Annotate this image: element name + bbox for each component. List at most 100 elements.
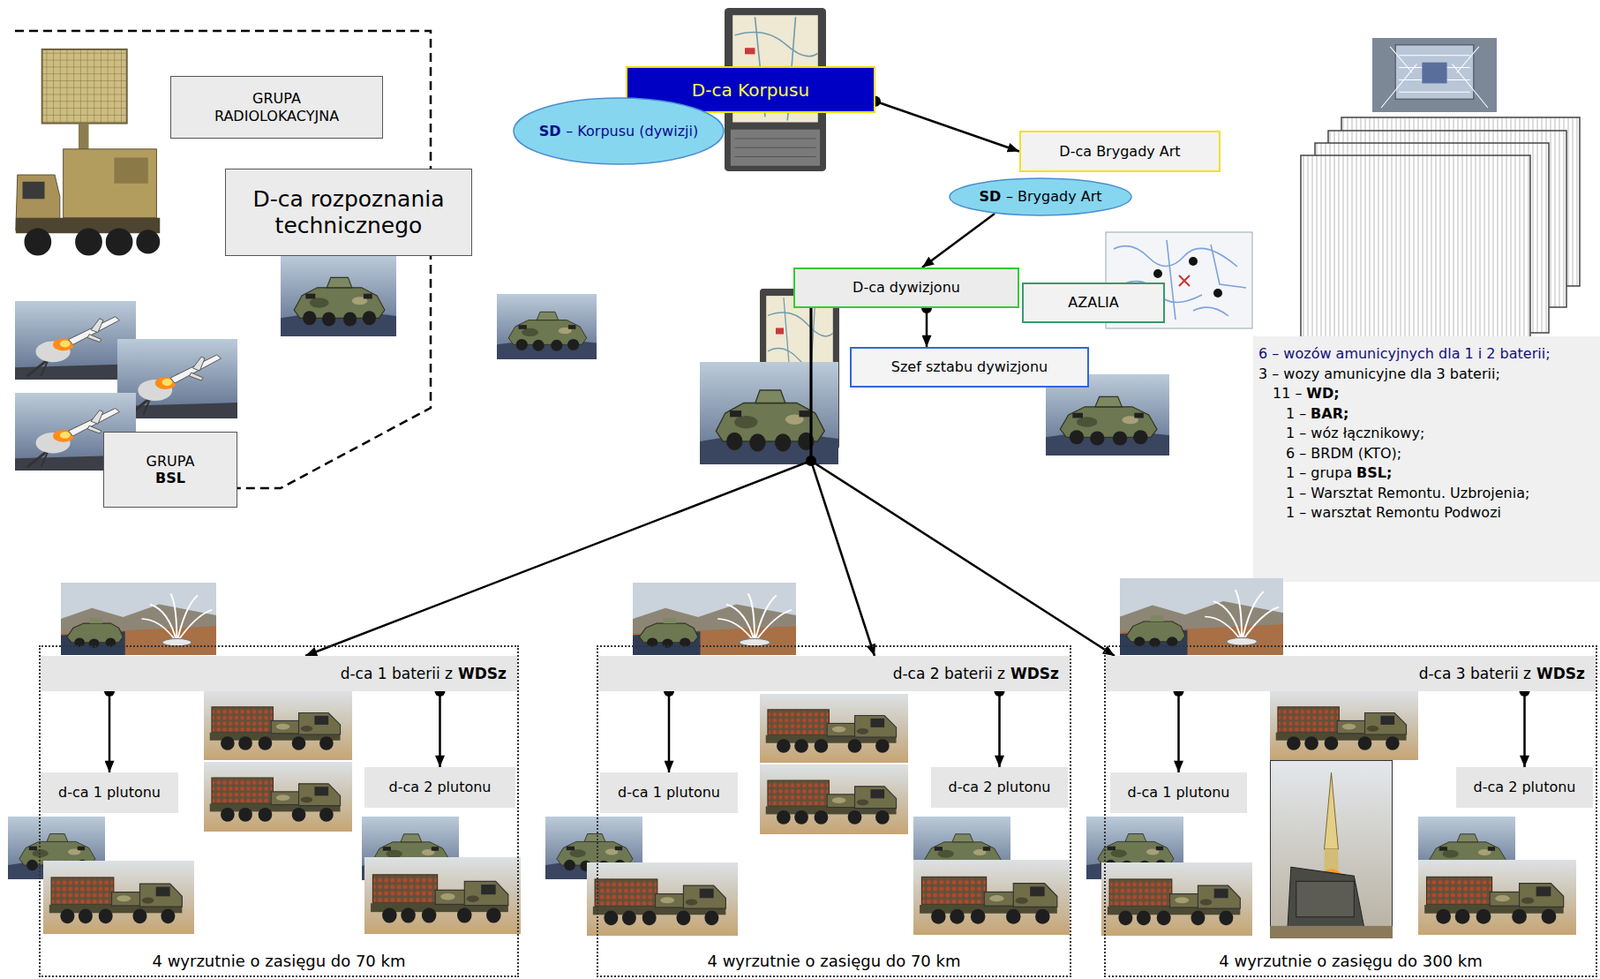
page-stack xyxy=(1300,155,1531,347)
list-line: 1 – grupaBSL; xyxy=(1258,463,1596,484)
node-label: d-ca 2 plutonu xyxy=(948,778,1052,796)
list-line: 6 – BRDM (KTO); xyxy=(1258,443,1596,465)
group-outline xyxy=(15,30,431,489)
command-arrow xyxy=(305,307,812,656)
list-item: 1 – wóz łącznikowy; xyxy=(1285,424,1425,442)
list-item: 3 – wozy amunicyjne dla 3 baterii; xyxy=(1258,365,1501,383)
rocket-launcher xyxy=(203,761,353,832)
node-label: SD xyxy=(539,122,562,140)
node-label: AZALIA xyxy=(1067,293,1119,311)
command-arrow xyxy=(811,307,1115,656)
node-label: D-ca Brygady Art xyxy=(1059,142,1180,160)
battery-vehicle xyxy=(60,582,217,655)
node-label: d-ca 2 baterii z xyxy=(893,664,1006,683)
ellipse-outline xyxy=(949,178,1132,216)
org-box: D-ca dywizjonu xyxy=(793,267,1020,308)
node-label: d-ca 1 plutonu xyxy=(58,783,161,801)
node-label: d-ca 2 plutonu xyxy=(389,778,492,796)
node-label: d-ca 1 plutonu xyxy=(1127,783,1231,801)
node-label: D-ca rozpoznania technicznego xyxy=(234,186,463,240)
node-label: 4 wyrzutnie o zasięgu do 70 km xyxy=(706,951,961,971)
command-vehicle xyxy=(699,361,839,465)
staff-ellipse: SD– Korpusu (dywizji) xyxy=(512,97,725,166)
command-arrow xyxy=(998,691,1001,767)
node-label: SD xyxy=(979,187,1002,205)
list-line: 6 – wozów amunicyjnych dla 1 i 2 baterii… xyxy=(1258,344,1596,365)
node-label: Szef sztabu dywizjonu xyxy=(891,358,1048,376)
battery-header: d-ca 3 baterii zWDSz xyxy=(1105,655,1596,692)
command-arrow xyxy=(925,307,929,347)
list-line: 1 – wóz łącznikowy; xyxy=(1258,423,1596,444)
battery-region: 4 wyrzutnie o zasięgu do 300 km d-ca 3 ba… xyxy=(1104,645,1598,977)
battery-region: 4 wyrzutnie o zasięgu do 70 km d-ca 1 bat… xyxy=(38,645,519,977)
list-item: 1 – grupa xyxy=(1285,464,1353,481)
list-panel xyxy=(1253,336,1600,582)
list-item: 6 – BRDM (KTO); xyxy=(1285,444,1402,462)
rocket-launcher xyxy=(1418,859,1577,935)
list-item: 6 – wozów amunicyjnych dla 1 i 2 baterii… xyxy=(1258,345,1551,362)
list-line: 1 –BAR; xyxy=(1258,404,1596,425)
node-label: – Korpusu (dywizji) xyxy=(565,122,699,140)
battery-header: d-ca 2 baterii zWDSz xyxy=(598,655,1070,692)
node-label: d-ca 1 plutonu xyxy=(617,783,721,801)
platoon-box: d-ca 2 plutonu xyxy=(1456,766,1593,808)
node-label: d-ca 2 plutonu xyxy=(1473,778,1577,796)
node-label: WDSz xyxy=(1010,664,1060,683)
list-item: WD; xyxy=(1306,384,1339,402)
screen-picture xyxy=(1372,37,1497,113)
org-box: D-ca rozpoznania technicznego xyxy=(225,168,473,256)
node-label: D-ca Korpusu xyxy=(691,79,810,101)
platoon-box: d-ca 2 plutonu xyxy=(364,766,516,808)
list-item: BAR; xyxy=(1310,405,1349,422)
command-arrow xyxy=(438,691,442,767)
radar-truck xyxy=(15,49,160,256)
platoon-box: d-ca 1 plutonu xyxy=(40,772,179,813)
node-label: – Brygady Art xyxy=(1006,187,1103,205)
node-label: WDSz xyxy=(1536,664,1585,683)
rocket-launcher xyxy=(759,693,909,763)
command-arrow xyxy=(668,691,671,773)
battery-region: 4 wyrzutnie o zasięgu do 70 km d-ca 2 bat… xyxy=(596,645,1072,977)
recon-vehicle xyxy=(280,255,397,337)
staff-ellipse: SD– Brygady Art xyxy=(948,177,1133,217)
rocket-launcher xyxy=(913,859,1070,935)
list-line: 11 –WD; xyxy=(1258,383,1596,405)
node-label: d-ca 1 baterii z xyxy=(340,664,453,683)
rocket-launcher xyxy=(586,862,738,936)
node-label: WDSz xyxy=(458,664,507,683)
command-arrow xyxy=(922,213,995,268)
battery-header: d-ca 1 baterii z WDSz xyxy=(40,655,518,692)
org-box: AZALIA xyxy=(1021,282,1165,324)
vehicle-list: 6 – wozów amunicyjnych dla 1 i 2 baterii… xyxy=(1258,344,1596,524)
rocket-launcher xyxy=(43,860,195,934)
list-line: 1 – Warsztat Remontu. Uzbrojenia; xyxy=(1258,483,1596,504)
node-label: D-ca dywizjonu xyxy=(852,278,961,296)
platoon-box: d-ca 1 plutonu xyxy=(600,772,738,813)
battery-vehicle xyxy=(632,582,797,655)
rocket-launcher xyxy=(1269,691,1419,760)
node-label: 4 wyrzutnie o zasięgu do 70 km xyxy=(151,951,406,971)
list-item: 11 – xyxy=(1272,384,1302,402)
platoon-box: d-ca 1 plutonu xyxy=(1110,772,1247,813)
platoon-box: d-ca 2 plutonu xyxy=(931,766,1068,808)
node-label: GRUPA xyxy=(146,452,196,470)
org-box: D-ca Brygady Art xyxy=(1019,130,1221,173)
node-label: GRUPA RADIOLOKACYJNA xyxy=(197,90,356,124)
org-box: GRUPA RADIOLOKACYJNA xyxy=(170,75,384,139)
list-item: 1 – Warsztat Remontu. Uzbrojenia; xyxy=(1285,484,1530,502)
org-box: GRUPABSL xyxy=(103,431,238,508)
recon-vehicle xyxy=(496,293,597,360)
rocket-launcher xyxy=(203,691,353,760)
missile-launch xyxy=(1269,759,1393,939)
list-item: BSL; xyxy=(1356,464,1392,481)
ellipse-outline xyxy=(513,97,724,165)
rocket-launcher xyxy=(759,764,909,834)
node-label: 4 wyrzutnie o zasięgu do 300 km xyxy=(1218,951,1483,971)
list-item: 1 – warsztat Remontu Podwozi xyxy=(1285,503,1502,521)
command-arrow xyxy=(108,691,112,773)
command-arrow xyxy=(1177,691,1180,773)
list-line: 1 – warsztat Remontu Podwozi xyxy=(1258,503,1596,524)
rocket-launcher xyxy=(364,856,521,934)
command-arrow xyxy=(875,101,1020,152)
command-arrow xyxy=(1523,691,1526,767)
